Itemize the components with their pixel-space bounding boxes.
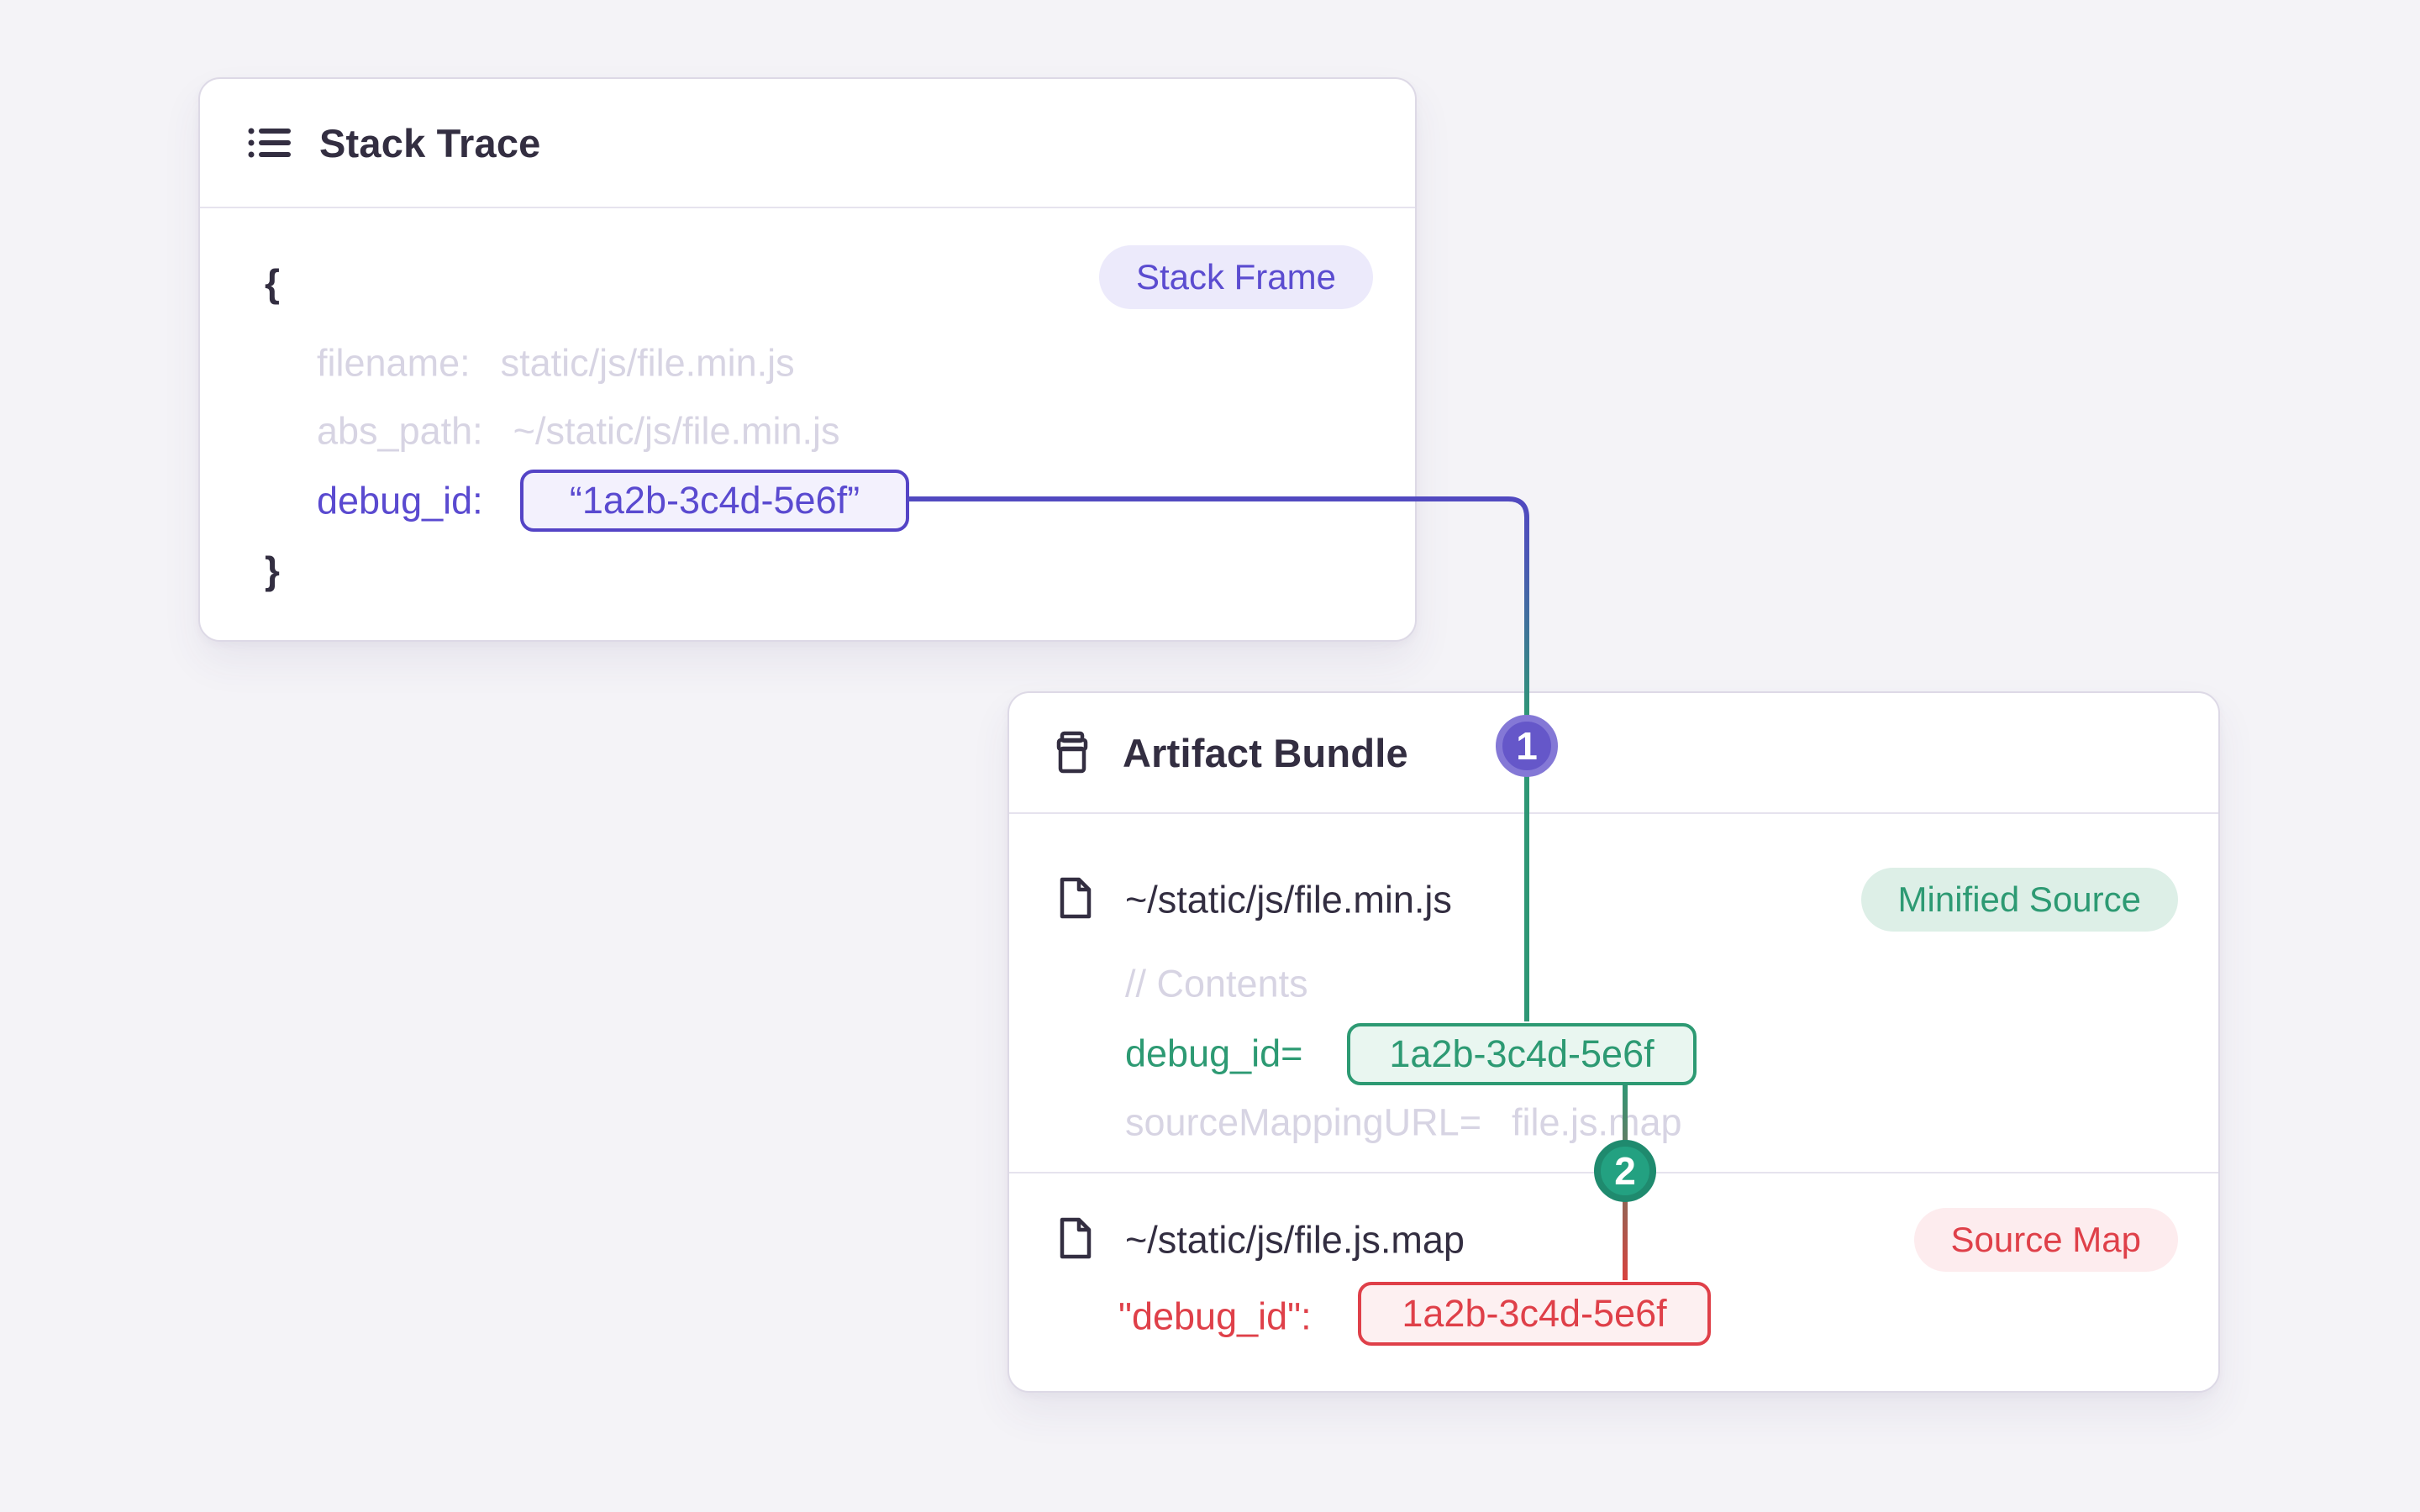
abs-path-row: abs_path: ~/static/js/file.min.js (317, 412, 840, 450)
source-map-badge: Source Map (1913, 1208, 2178, 1272)
archive-icon (1050, 731, 1094, 774)
file-icon (1058, 876, 1093, 920)
filename-row: filename: static/js/file.min.js (317, 344, 795, 382)
sourcemap-debug-id-value-box: 1a2b-3c4d-5e6f (1358, 1282, 1711, 1346)
contents-comment: // Contents (1125, 962, 1308, 1005)
filename-label: filename: (317, 341, 471, 385)
source-map-file-path: ~/static/js/file.js.map (1125, 1218, 1465, 1262)
minified-source-badge: Minified Source (1860, 868, 2178, 932)
source-mapping-value: file.js.map (1511, 1100, 1682, 1144)
stack-frame-badge: Stack Frame (1098, 245, 1373, 309)
stack-trace-header: Stack Trace (200, 79, 1415, 208)
stack-trace-card: Stack Trace Stack Frame { filename: stat… (198, 77, 1417, 642)
artifact-bundle-title: Artifact Bundle (1123, 730, 1408, 775)
debug-id-value-box: “1a2b-3c4d-5e6f” (520, 470, 909, 532)
debug-id-row-label: debug_id: (317, 479, 483, 522)
close-brace: } (265, 549, 280, 592)
stack-trace-title: Stack Trace (319, 120, 541, 165)
open-brace: { (265, 261, 280, 305)
sourcemap-debug-id-label: "debug_id": (1118, 1294, 1312, 1338)
list-icon (247, 120, 292, 165)
abs-path-value: ~/static/js/file.min.js (513, 409, 840, 453)
filename-value: static/js/file.min.js (500, 341, 795, 385)
minified-file-path: ~/static/js/file.min.js (1125, 878, 1452, 921)
bundle-debug-id-label: debug_id= (1125, 1032, 1303, 1075)
source-mapping-label: sourceMappingURL= (1125, 1100, 1481, 1144)
file-section-divider (1009, 1172, 2218, 1173)
abs-path-label: abs_path: (317, 409, 483, 453)
artifact-bundle-card: Artifact Bundle ~/static/js/file.min.js … (1007, 691, 2220, 1393)
source-mapping-row: sourceMappingURL= file.js.map (1125, 1104, 1682, 1142)
file-icon (1058, 1216, 1093, 1260)
artifact-bundle-header: Artifact Bundle (1009, 693, 2218, 814)
bundle-debug-id-value-box: 1a2b-3c4d-5e6f (1347, 1023, 1697, 1085)
